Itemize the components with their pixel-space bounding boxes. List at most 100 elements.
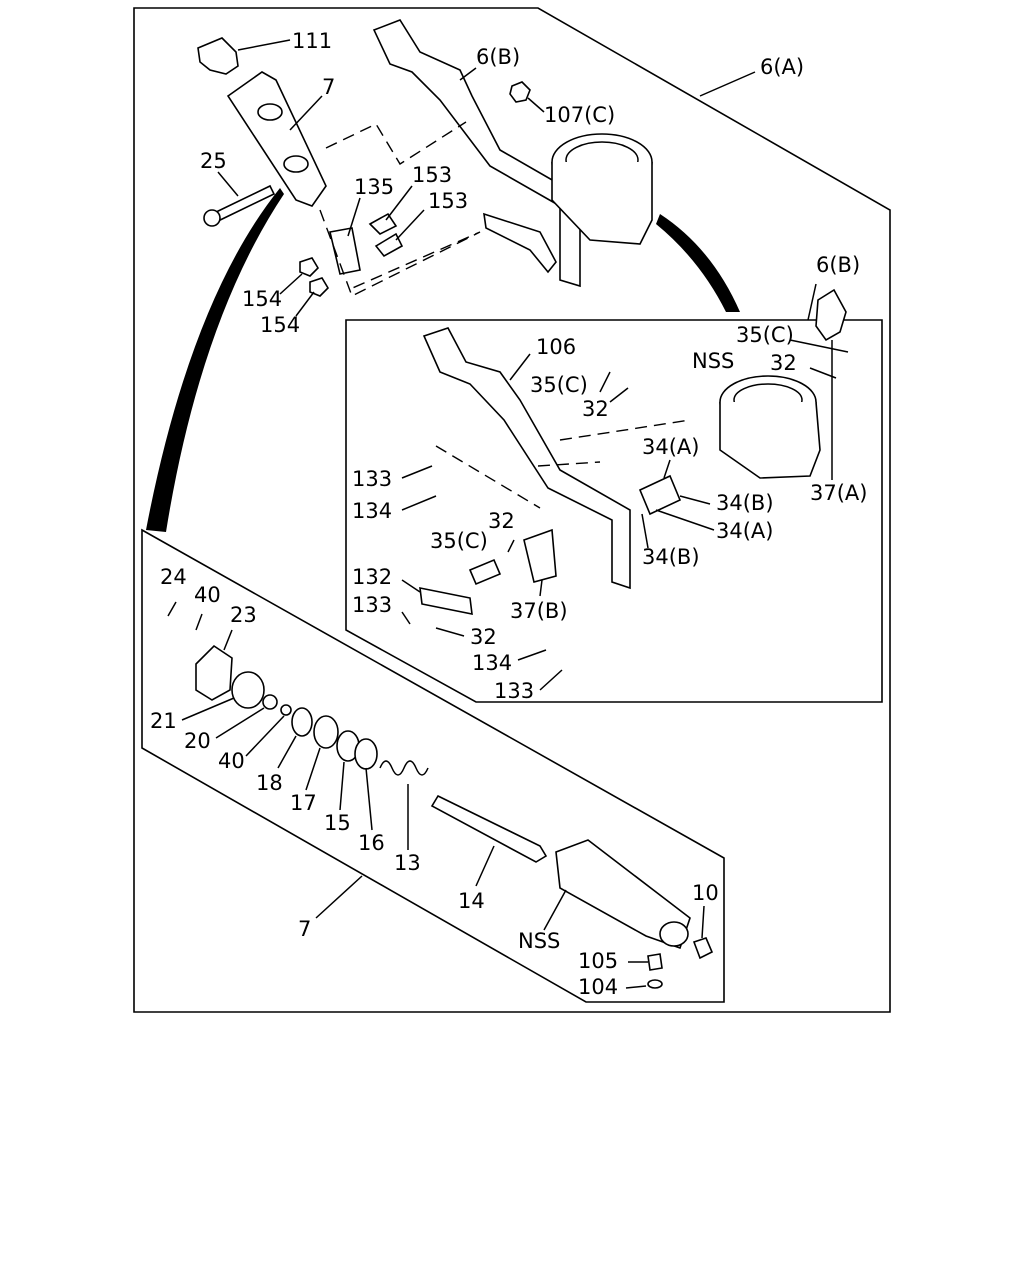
- label-104: 104: [578, 975, 618, 999]
- leader-154a: [279, 273, 303, 295]
- callout-band-right: [656, 214, 740, 312]
- label-34b-a: 34(B): [716, 491, 774, 515]
- label-10: 10: [692, 881, 719, 905]
- label-133-b: 133: [352, 593, 392, 617]
- label-111: 111: [292, 29, 332, 53]
- leader-lines: [167, 39, 849, 989]
- bolt-153-a: [368, 212, 398, 235]
- leader-135: [347, 197, 361, 237]
- label-133-a: 133: [352, 467, 392, 491]
- label-154-b: 154: [260, 313, 300, 337]
- label-nss-a: NSS: [692, 349, 734, 373]
- seal-18: [291, 707, 313, 737]
- lever-link: [483, 212, 557, 274]
- cover-23: [195, 644, 233, 701]
- leader-7-top: [289, 95, 323, 131]
- leader-154b: [295, 291, 315, 317]
- master-cylinder-body: [226, 71, 327, 207]
- nut-107c: [509, 81, 531, 103]
- inset-frame-6b: [345, 319, 883, 703]
- label-15: 15: [324, 811, 351, 835]
- inset-assembly-line: [435, 419, 691, 509]
- label-106: 106: [536, 335, 576, 359]
- leader-34a-a: [663, 459, 671, 479]
- leader-133-a: [401, 465, 433, 479]
- leader-21: [181, 697, 235, 721]
- leader-133-b: [401, 611, 411, 625]
- leader-6b-inset: [807, 283, 817, 321]
- inset-frame-7: [141, 528, 725, 1003]
- label-40-a: 40: [194, 583, 221, 607]
- screw-105: [647, 953, 663, 971]
- cylinder-body-nss: [555, 839, 691, 950]
- pushrod-14: [430, 794, 548, 863]
- nut-154-a: [299, 257, 320, 277]
- label-34a-a: 34(A): [642, 435, 699, 459]
- label-20: 20: [184, 729, 211, 753]
- bracket-6b-top: [372, 19, 581, 288]
- plate-132: [419, 586, 473, 616]
- label-133-c: 133: [494, 679, 534, 703]
- label-6a: 6(A): [760, 55, 804, 79]
- leader-104: [625, 985, 647, 989]
- washer-40: [280, 704, 292, 716]
- label-25: 25: [200, 149, 227, 173]
- label-32-d: 32: [488, 509, 515, 533]
- leader-nss-b: [543, 889, 567, 931]
- label-17: 17: [290, 791, 317, 815]
- leader-7-bottom: [315, 875, 363, 919]
- bracket-135: [329, 227, 361, 275]
- bolt-35c-inset: [468, 558, 502, 586]
- cylinder-port-a: [257, 103, 283, 121]
- cylinder-port-b: [283, 155, 309, 173]
- assembly-line-bracket: [319, 209, 481, 297]
- leader-23: [223, 629, 233, 651]
- leader-20: [215, 707, 265, 739]
- leader-153b: [395, 209, 425, 241]
- label-35c-a: 35(C): [736, 323, 794, 347]
- label-16: 16: [358, 831, 385, 855]
- leader-111: [237, 39, 291, 51]
- leader-37b: [539, 579, 543, 597]
- label-7-bottom: 7: [298, 917, 311, 941]
- leader-6b-top: [459, 67, 477, 81]
- leader-17: [305, 747, 321, 791]
- part-labels: 111 7 6(B) 6(A) 107(C) 25 135 153 153 15…: [150, 29, 867, 999]
- gasket-37a: [815, 288, 847, 342]
- label-23: 23: [230, 603, 257, 627]
- leader-40-b: [245, 715, 285, 757]
- label-7-top: 7: [322, 75, 335, 99]
- plate-37b: [523, 528, 557, 583]
- top-assembly: [197, 19, 653, 297]
- leader-35c-b: [599, 371, 611, 393]
- label-153-b: 153: [428, 189, 468, 213]
- nut-154-b: [309, 277, 330, 297]
- label-35c-c: 35(C): [430, 529, 488, 553]
- leader-134-a: [401, 495, 437, 511]
- label-105: 105: [578, 949, 618, 973]
- label-6b-inset: 6(B): [816, 253, 860, 277]
- callout-band-left: [146, 188, 284, 532]
- label-21: 21: [150, 709, 177, 733]
- label-6b-top: 6(B): [476, 45, 520, 69]
- leader-18: [277, 735, 297, 769]
- label-18: 18: [256, 771, 283, 795]
- label-107c: 107(C): [544, 103, 615, 127]
- piston-17: [313, 715, 339, 749]
- inset-7-parts: [195, 644, 714, 989]
- leader-34a-b: [655, 509, 715, 531]
- label-40-b: 40: [218, 749, 245, 773]
- outer-frame: [133, 7, 891, 1013]
- label-34a-b: 34(A): [716, 519, 773, 543]
- bracket-106: [422, 327, 631, 590]
- throttle-body-side: [551, 162, 653, 245]
- washer-104: [647, 979, 663, 989]
- spring-34: [638, 474, 682, 516]
- label-14: 14: [458, 889, 485, 913]
- leader-133-c: [539, 669, 563, 691]
- leader-35c-a: [789, 339, 849, 353]
- seal-21: [231, 671, 265, 709]
- leader-24: [167, 601, 177, 617]
- cup-16: [354, 738, 378, 770]
